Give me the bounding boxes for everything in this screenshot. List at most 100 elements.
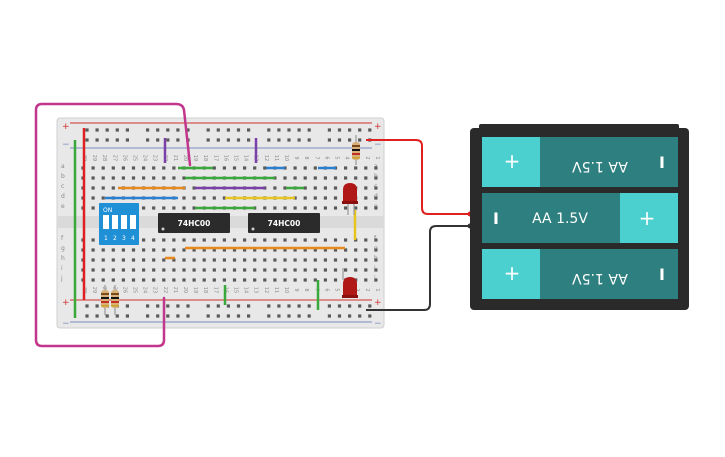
- breadboard-hole[interactable]: [91, 258, 95, 262]
- breadboard-hole[interactable]: [125, 314, 129, 318]
- breadboard-hole[interactable]: [162, 176, 166, 180]
- breadboard-hole[interactable]: [95, 304, 99, 308]
- breadboard-hole[interactable]: [125, 128, 129, 132]
- breadboard-hole[interactable]: [283, 206, 287, 210]
- breadboard-hole[interactable]: [105, 314, 109, 318]
- breadboard-hole[interactable]: [364, 248, 368, 252]
- breadboard-hole[interactable]: [91, 186, 95, 190]
- breadboard-hole[interactable]: [162, 248, 166, 252]
- breadboard-hole[interactable]: [374, 186, 378, 190]
- wire-red-battery[interactable]: [366, 139, 470, 215]
- breadboard-hole[interactable]: [327, 304, 331, 308]
- breadboard-hole[interactable]: [277, 304, 281, 308]
- breadboard-hole[interactable]: [212, 258, 216, 262]
- breadboard-hole[interactable]: [287, 304, 291, 308]
- breadboard-hole[interactable]: [142, 238, 146, 242]
- breadboard-hole[interactable]: [323, 268, 327, 272]
- breadboard-hole[interactable]: [247, 304, 251, 308]
- breadboard-hole[interactable]: [267, 304, 271, 308]
- breadboard-hole[interactable]: [131, 278, 136, 282]
- breadboard-hole[interactable]: [348, 128, 352, 132]
- breadboard-hole[interactable]: [152, 238, 156, 242]
- breadboard-hole[interactable]: [267, 314, 271, 318]
- breadboard-hole[interactable]: [85, 138, 89, 142]
- breadboard-hole[interactable]: [186, 304, 190, 308]
- breadboard-hole[interactable]: [232, 238, 237, 242]
- breadboard-hole[interactable]: [354, 268, 358, 272]
- breadboard-hole[interactable]: [293, 176, 297, 180]
- breadboard-hole[interactable]: [337, 138, 342, 142]
- breadboard-hole[interactable]: [344, 248, 348, 252]
- dip-toggle-4[interactable]: [130, 215, 136, 229]
- breadboard-hole[interactable]: [236, 128, 241, 132]
- battery-pack[interactable]: + AA 1.5V I I AA 1.5V + + AA 1.5V I: [470, 124, 689, 310]
- breadboard-hole[interactable]: [236, 138, 241, 142]
- breadboard-hole[interactable]: [232, 166, 237, 170]
- breadboard-hole[interactable]: [182, 238, 186, 242]
- breadboard-hole[interactable]: [232, 278, 237, 282]
- breadboard-hole[interactable]: [91, 166, 95, 170]
- breadboard-hole[interactable]: [303, 196, 307, 200]
- breadboard-hole[interactable]: [111, 176, 115, 180]
- breadboard-hole[interactable]: [358, 304, 362, 308]
- breadboard-hole[interactable]: [192, 196, 196, 200]
- breadboard-hole[interactable]: [111, 166, 115, 170]
- breadboard-hole[interactable]: [125, 138, 129, 142]
- breadboard-hole[interactable]: [273, 248, 277, 252]
- breadboard-hole[interactable]: [85, 128, 89, 132]
- breadboard-hole[interactable]: [202, 278, 206, 282]
- breadboard-hole[interactable]: [146, 314, 150, 318]
- breadboard-hole[interactable]: [273, 186, 277, 190]
- breadboard-hole[interactable]: [202, 238, 206, 242]
- breadboard-hole[interactable]: [166, 314, 170, 318]
- breadboard-hole[interactable]: [131, 258, 136, 262]
- breadboard-hole[interactable]: [277, 314, 281, 318]
- breadboard-hole[interactable]: [358, 314, 362, 318]
- breadboard-hole[interactable]: [222, 278, 226, 282]
- breadboard-hole[interactable]: [192, 206, 196, 210]
- breadboard-hole[interactable]: [236, 314, 241, 318]
- breadboard-hole[interactable]: [323, 176, 327, 180]
- breadboard-hole[interactable]: [323, 206, 327, 210]
- breadboard-hole[interactable]: [348, 304, 352, 308]
- breadboard-hole[interactable]: [364, 186, 368, 190]
- breadboard-hole[interactable]: [101, 166, 105, 170]
- breadboard-hole[interactable]: [364, 176, 368, 180]
- breadboard-hole[interactable]: [166, 128, 170, 132]
- led-bottom[interactable]: [342, 268, 358, 298]
- breadboard-hole[interactable]: [222, 258, 226, 262]
- breadboard-hole[interactable]: [253, 278, 257, 282]
- breadboard-hole[interactable]: [333, 268, 338, 272]
- breadboard-hole[interactable]: [121, 248, 125, 252]
- battery-cell-3[interactable]: + AA 1.5V I: [482, 249, 678, 299]
- breadboard-hole[interactable]: [121, 258, 125, 262]
- breadboard-hole[interactable]: [212, 248, 216, 252]
- breadboard-hole[interactable]: [358, 128, 362, 132]
- breadboard-hole[interactable]: [364, 238, 368, 242]
- breadboard-hole[interactable]: [232, 248, 237, 252]
- breadboard-hole[interactable]: [156, 314, 160, 318]
- breadboard-hole[interactable]: [243, 166, 247, 170]
- breadboard-hole[interactable]: [115, 138, 119, 142]
- breadboard-hole[interactable]: [243, 238, 247, 242]
- breadboard-hole[interactable]: [226, 314, 230, 318]
- breadboard-hole[interactable]: [354, 166, 358, 170]
- breadboard-hole[interactable]: [253, 248, 257, 252]
- breadboard-hole[interactable]: [337, 304, 342, 308]
- breadboard-hole[interactable]: [293, 196, 297, 200]
- breadboard-hole[interactable]: [152, 206, 156, 210]
- breadboard-hole[interactable]: [222, 196, 226, 200]
- breadboard-hole[interactable]: [374, 176, 378, 180]
- breadboard-hole[interactable]: [327, 314, 331, 318]
- breadboard-hole[interactable]: [287, 314, 291, 318]
- breadboard-hole[interactable]: [85, 314, 89, 318]
- breadboard-hole[interactable]: [313, 268, 317, 272]
- breadboard-hole[interactable]: [263, 258, 267, 262]
- breadboard-hole[interactable]: [101, 278, 105, 282]
- breadboard-hole[interactable]: [243, 248, 247, 252]
- breadboard-hole[interactable]: [364, 278, 368, 282]
- breadboard-hole[interactable]: [111, 258, 115, 262]
- breadboard-hole[interactable]: [172, 258, 176, 262]
- breadboard-hole[interactable]: [344, 268, 348, 272]
- breadboard-hole[interactable]: [95, 138, 99, 142]
